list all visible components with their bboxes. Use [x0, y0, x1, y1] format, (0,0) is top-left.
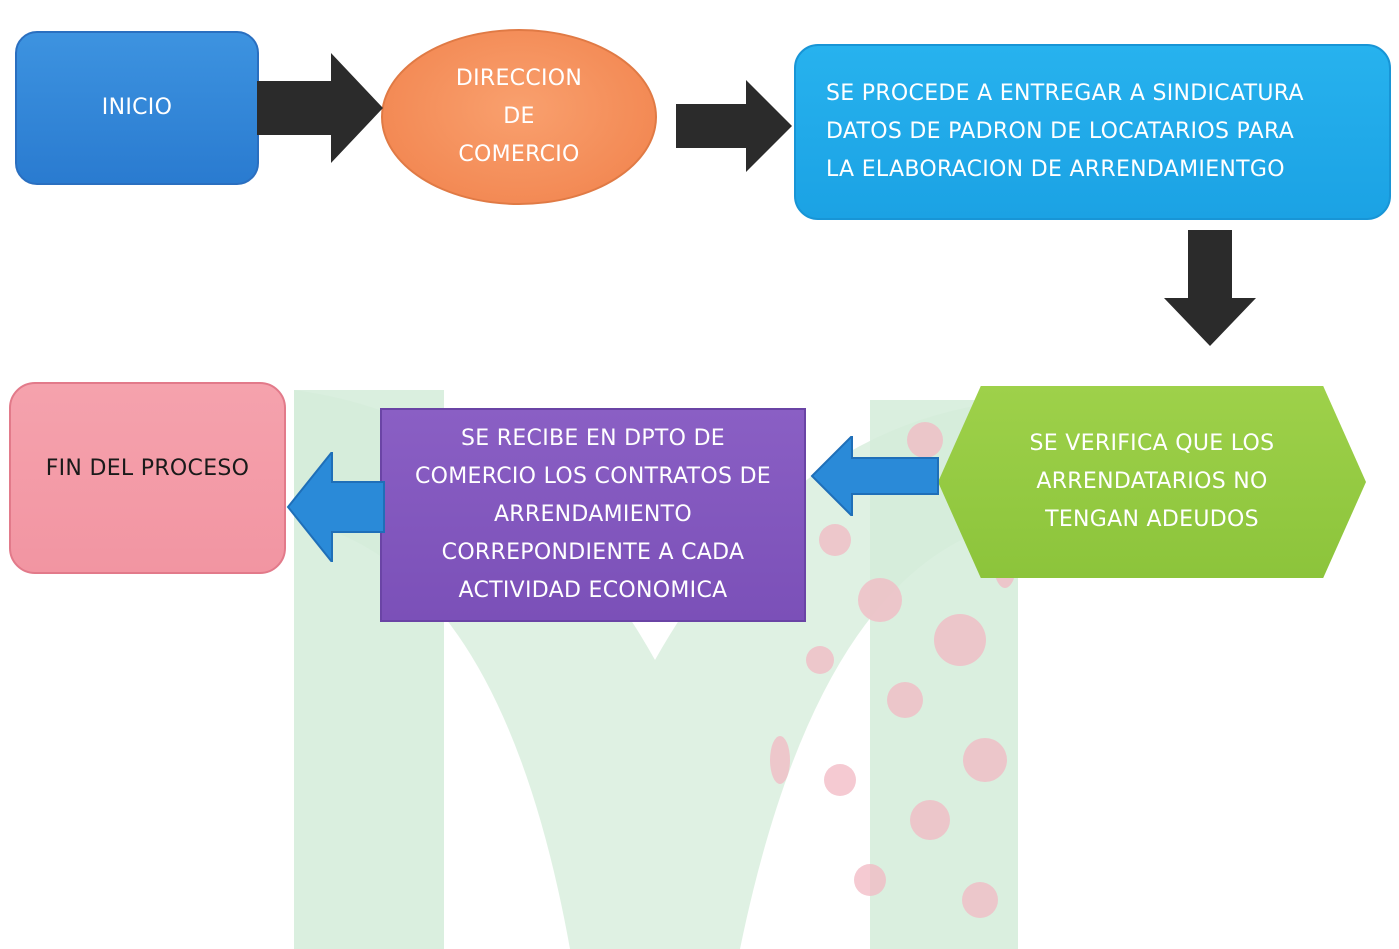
arrow-down-icon [1164, 230, 1256, 346]
direccion-de-comercio-node: DIRECCION DE COMERCIO [381, 29, 657, 205]
entregar-label: SE PROCEDE A ENTREGAR A SINDICATURA DATO… [826, 81, 1304, 182]
verifica-adeudos-node: SE VERIFICA QUE LOS ARRENDATARIOS NO TEN… [938, 386, 1366, 578]
arrow-right-2-icon [676, 80, 792, 172]
fin-label: FIN DEL PROCESO [45, 456, 250, 481]
inicio-node: INICIO [15, 31, 259, 185]
recibe-label: SE RECIBE EN DPTO DE COMERCIO LOS CONTRA… [414, 426, 772, 603]
inicio-label: INICIO [101, 95, 173, 120]
verifica-label: SE VERIFICA QUE LOS ARRENDATARIOS NO TEN… [1029, 431, 1275, 532]
fin-del-proceso-node: FIN DEL PROCESO [9, 382, 286, 574]
direccion-label: DIRECCION DE COMERCIO [455, 66, 583, 167]
arrow-left-1-icon [810, 436, 939, 516]
recibe-contratos-node: SE RECIBE EN DPTO DE COMERCIO LOS CONTRA… [380, 408, 806, 622]
entregar-sindicatura-node: SE PROCEDE A ENTREGAR A SINDICATURA DATO… [794, 44, 1391, 220]
arrow-right-1-icon [257, 53, 383, 163]
arrow-left-2-icon [286, 452, 385, 562]
